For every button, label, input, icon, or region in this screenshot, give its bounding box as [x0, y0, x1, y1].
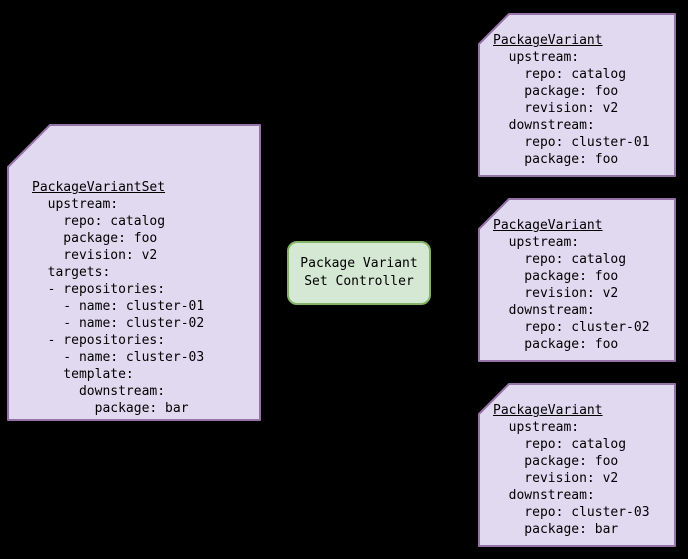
- package-variant-2-title: PackageVariant: [493, 218, 603, 233]
- package-variant-card-1: PackageVariant upstream: repo: catalog p…: [478, 13, 676, 177]
- card-shape: [478, 13, 676, 177]
- package-variant-1-title: PackageVariant: [493, 33, 603, 48]
- package-variant-1-body: upstream: repo: catalog package: foo rev…: [508, 50, 650, 167]
- card-text: PackageVariant upstream: repo: catalog p…: [493, 32, 650, 168]
- package-variant-card-3: PackageVariant upstream: repo: catalog p…: [478, 383, 676, 547]
- card-text: PackageVariant upstream: repo: catalog p…: [493, 402, 650, 538]
- package-variant-3-title: PackageVariant: [493, 403, 603, 418]
- controller-box: Package Variant Set Controller: [287, 241, 431, 305]
- package-variant-set-title: PackageVariantSet: [32, 180, 166, 195]
- card-shape: [478, 198, 676, 362]
- card-text: PackageVariant upstream: repo: catalog p…: [493, 217, 650, 353]
- card-shape: [7, 124, 261, 421]
- package-variant-set-body: upstream: repo: catalog package: foo rev…: [47, 197, 205, 416]
- card-shape: [478, 383, 676, 547]
- package-variant-3-body: upstream: repo: catalog package: foo rev…: [508, 420, 650, 537]
- card-text: PackageVariantSet upstream: repo: catalo…: [32, 179, 204, 417]
- package-variant-2-body: upstream: repo: catalog package: foo rev…: [508, 235, 650, 352]
- controller-label: Package Variant Set Controller: [300, 256, 418, 289]
- package-variant-card-2: PackageVariant upstream: repo: catalog p…: [478, 198, 676, 362]
- package-variant-set-card: PackageVariantSet upstream: repo: catalo…: [7, 124, 261, 421]
